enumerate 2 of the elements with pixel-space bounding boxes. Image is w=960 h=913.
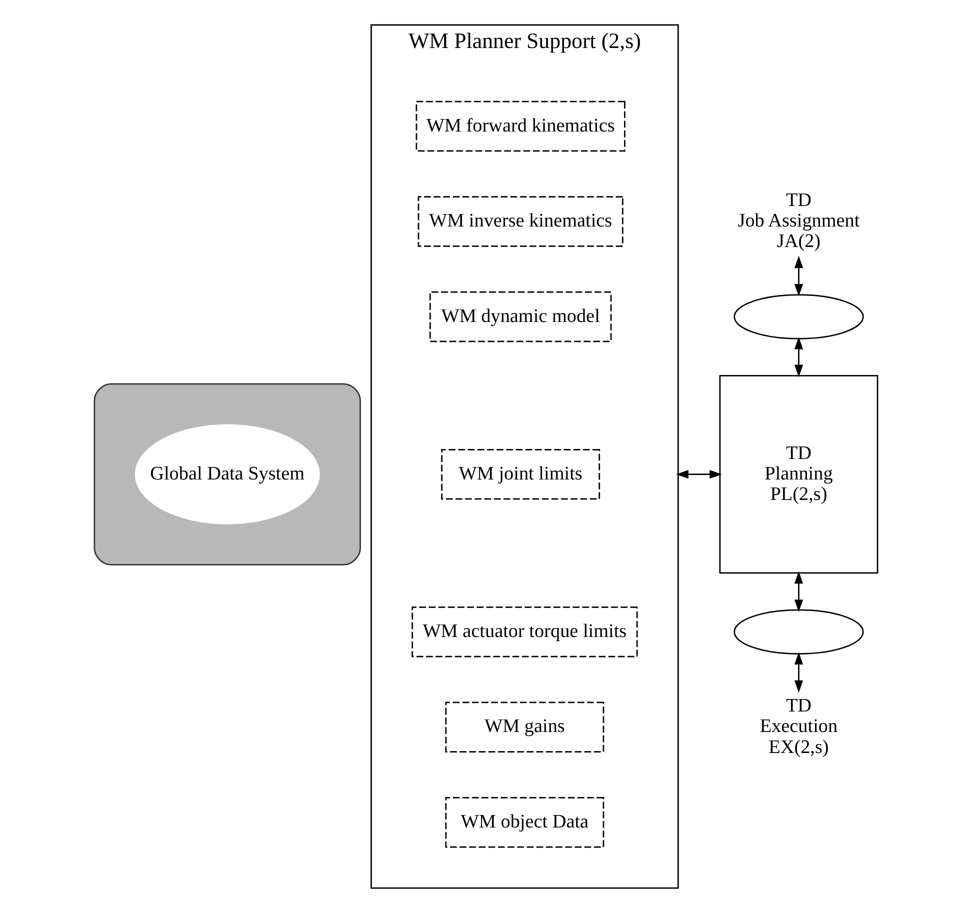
node-text: TD Execution EX(2,s) bbox=[759, 696, 838, 758]
node-text: TD Job Assignment JA(2) bbox=[737, 190, 860, 252]
